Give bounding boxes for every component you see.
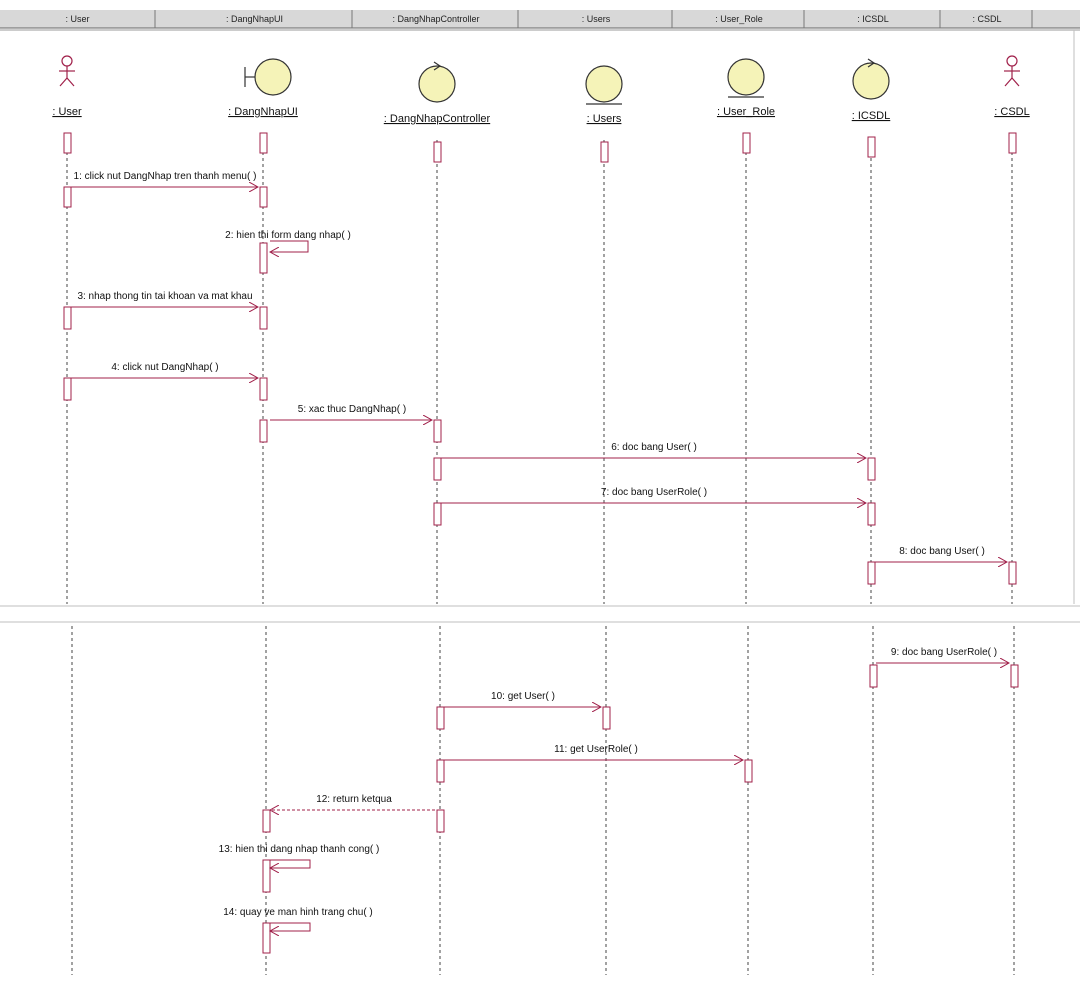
message-label: 8: doc bang User( ) — [899, 546, 985, 557]
actor-icon — [1004, 55, 1020, 87]
header-bar — [0, 10, 1080, 31]
activation-bar — [433, 457, 442, 481]
activation-bar — [1010, 664, 1019, 688]
entity-icon — [585, 65, 623, 105]
message-3: 3: nhap thong tin tai khoan va mat khau — [70, 291, 258, 307]
activation-bar — [742, 132, 751, 154]
message-label: 11: get UserRole( ) — [554, 744, 638, 755]
activation-bar — [600, 141, 609, 163]
message-6: 6: doc bang User( ) — [440, 442, 866, 458]
activation-bar — [262, 859, 271, 893]
activation-bar — [869, 664, 878, 688]
object-label-0: : User — [52, 106, 82, 118]
entity-icon — [727, 58, 765, 98]
control-icon — [418, 61, 456, 103]
activation-bar — [63, 132, 72, 154]
message-2: 2: hien thi form dang nhap( ) — [225, 230, 351, 252]
activation-bar — [1008, 561, 1017, 585]
header-tab-2: : DangNhapController — [392, 14, 479, 24]
message-14: 14: quay ve man hinh trang chu( ) — [223, 907, 373, 931]
message-label: 1: click nut DangNhap tren thanh menu( ) — [74, 171, 257, 182]
message-11: 11: get UserRole( ) — [443, 744, 743, 760]
activation-bar — [433, 502, 442, 526]
object-label-4: : User_Role — [717, 106, 775, 118]
activation-bar — [259, 132, 268, 154]
header-tab-6: : CSDL — [972, 14, 1001, 24]
message-5: 5: xac thuc DangNhap( ) — [270, 404, 432, 420]
message-7: 7: doc bang UserRole( ) — [440, 487, 866, 503]
message-label: 4: click nut DangNhap( ) — [111, 362, 218, 373]
actor-icon — [59, 55, 75, 87]
message-13: 13: hien thi dang nhap thanh cong( ) — [219, 844, 380, 868]
activation-bar — [602, 706, 611, 730]
message-4: 4: click nut DangNhap( ) — [70, 362, 258, 378]
activation-bar — [63, 377, 72, 401]
message-9: 9: doc bang UserRole( ) — [876, 647, 1009, 663]
message-label: 5: xac thuc DangNhap( ) — [298, 404, 406, 415]
object-label-5: : ICSDL — [852, 110, 891, 122]
activation-bar — [262, 922, 271, 954]
activation-bar — [1008, 132, 1017, 154]
page-split — [0, 30, 1080, 624]
message-label: 12: return ketqua — [316, 794, 392, 805]
header-tab-5: : ICSDL — [857, 14, 889, 24]
activation-bar — [867, 502, 876, 526]
message-arrow — [270, 859, 311, 868]
message-label: 10: get User( ) — [491, 691, 555, 702]
activation-bar — [436, 809, 445, 833]
control-icon — [852, 58, 890, 100]
message-label: 2: hien thi form dang nhap( ) — [225, 230, 351, 241]
activation-bar — [436, 706, 445, 730]
header-tab-1: : DangNhapUI — [226, 14, 283, 24]
activation-bar — [259, 377, 268, 401]
message-label: 7: doc bang UserRole( ) — [601, 487, 707, 498]
activation-bar — [259, 419, 268, 443]
activation-bar — [259, 186, 268, 208]
activation-bar — [744, 759, 753, 783]
message-label: 9: doc bang UserRole( ) — [891, 647, 997, 658]
message-label: 6: doc bang User( ) — [611, 442, 697, 453]
message-10: 10: get User( ) — [443, 691, 601, 707]
header-tab-0: : User — [65, 14, 89, 24]
activation-bar — [436, 759, 445, 783]
message-label: 13: hien thi dang nhap thanh cong( ) — [219, 844, 380, 855]
message-arrow — [270, 922, 311, 931]
activation-bar — [867, 561, 876, 585]
object-label-2: : DangNhapController — [384, 113, 491, 125]
activation-bar — [867, 136, 876, 158]
object-label-6: : CSDL — [994, 106, 1029, 118]
object-label-1: : DangNhapUI — [228, 106, 298, 118]
activation-bar — [63, 306, 72, 330]
activation-bar — [63, 186, 72, 208]
activation-bar — [433, 141, 442, 163]
message-label: 14: quay ve man hinh trang chu( ) — [223, 907, 373, 918]
activation-bar — [259, 306, 268, 330]
object-label-3: : Users — [587, 113, 622, 125]
boundary-icon — [244, 58, 292, 96]
activation-bar — [433, 419, 442, 443]
message-1: 1: click nut DangNhap tren thanh menu( ) — [70, 171, 258, 187]
message-8: 8: doc bang User( ) — [874, 546, 1007, 562]
message-12: 12: return ketqua — [270, 794, 435, 810]
activation-bar — [259, 242, 268, 274]
header-tab-3: : Users — [582, 14, 611, 24]
header-tab-4: : User_Role — [715, 14, 763, 24]
activation-bar — [262, 809, 271, 833]
activation-bar — [867, 457, 876, 481]
message-label: 3: nhap thong tin tai khoan va mat khau — [77, 291, 252, 302]
message-arrow — [270, 240, 309, 252]
